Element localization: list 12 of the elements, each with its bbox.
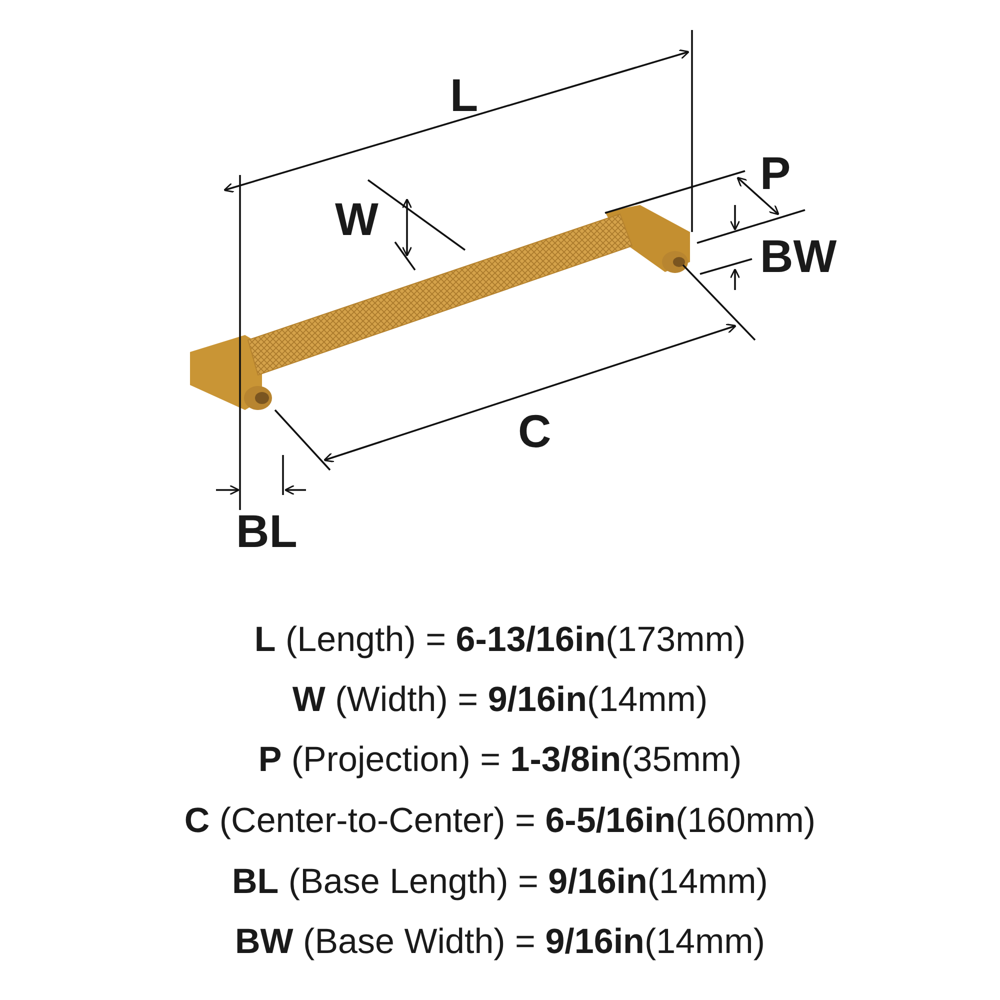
dimension-label: BL: [236, 508, 298, 554]
specification-text: BW (Base Width) = 9/16in(14mm): [234, 924, 766, 959]
dimension-label: C: [518, 408, 552, 454]
dimension-label: P: [760, 150, 791, 196]
specification-text: W (Width) = 9/16in(14mm): [291, 682, 709, 717]
specification-text: BL (Base Length) = 9/16in(14mm): [231, 864, 769, 899]
specification-text: P (Projection) = 1-3/8in(35mm): [257, 742, 743, 777]
dimension-label: L: [450, 72, 478, 118]
dimension-label: W: [335, 196, 378, 242]
dimension-label: BW: [760, 233, 837, 279]
specification-text: C (Center-to-Center) = 6-5/16in(160mm): [183, 803, 817, 838]
specification-text: L (Length) = 6-13/16in(173mm): [253, 622, 747, 657]
